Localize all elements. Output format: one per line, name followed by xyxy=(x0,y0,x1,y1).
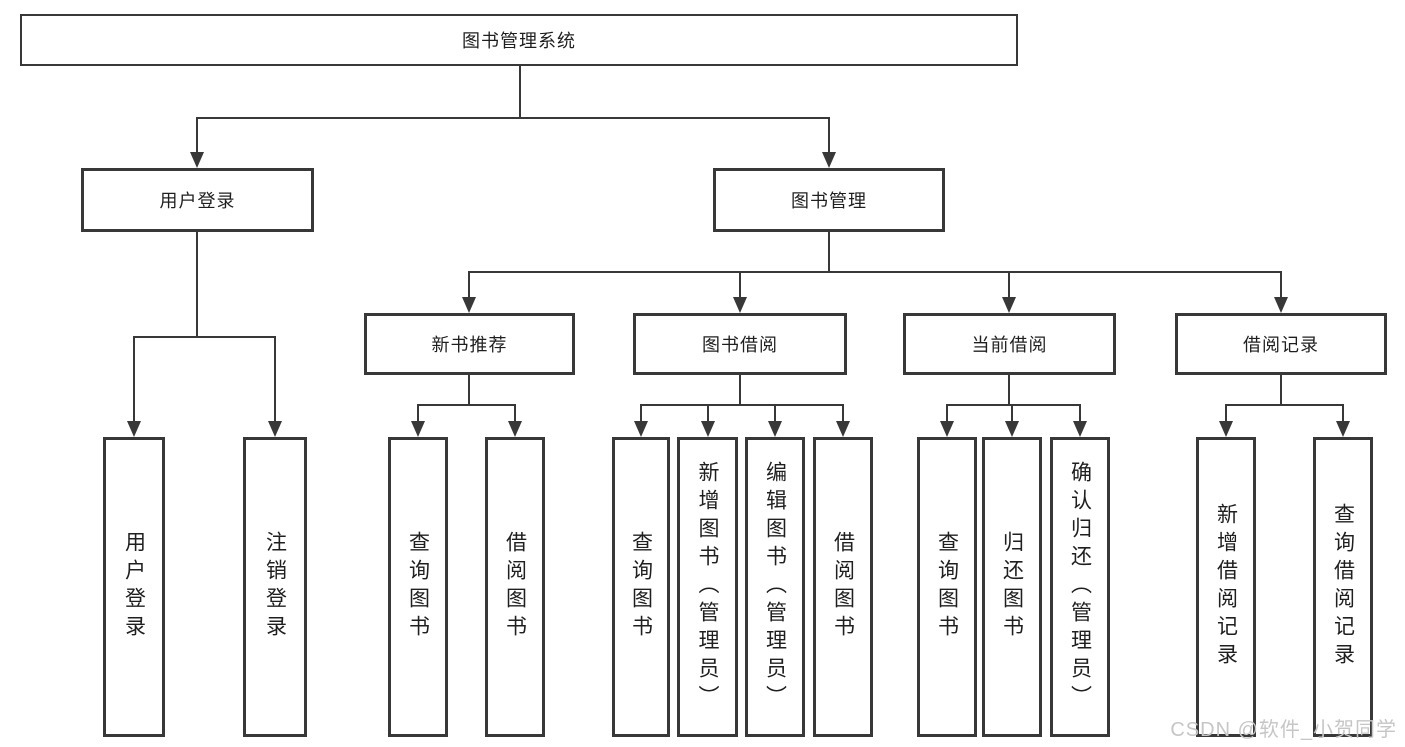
connector-arrowhead-icon xyxy=(411,421,425,437)
connector-line xyxy=(1342,404,1344,421)
node-book-borrow: 图书借阅 xyxy=(633,313,847,375)
node-user-login: 用户登录 xyxy=(81,168,314,232)
connector-line xyxy=(197,117,830,119)
connector-arrowhead-icon xyxy=(1005,421,1019,437)
node-root-system: 图书管理系统 xyxy=(20,14,1018,66)
connector-line xyxy=(828,117,830,153)
leaf-query-books-recommend: 查询图书 xyxy=(388,437,448,737)
connector-line xyxy=(417,404,419,421)
connector-line xyxy=(842,404,844,421)
connector-line xyxy=(514,404,516,421)
leaf-edit-books-admin: 编辑图书（管理员） xyxy=(745,437,805,737)
leaf-return-books: 归还图书 xyxy=(982,437,1042,737)
connector-line xyxy=(519,66,521,118)
node-current-borrow: 当前借阅 xyxy=(903,313,1116,375)
connector-line xyxy=(739,375,741,405)
connector-line xyxy=(196,232,198,337)
node-book-management: 图书管理 xyxy=(713,168,945,232)
connector-arrowhead-icon xyxy=(1073,421,1087,437)
connector-line xyxy=(1280,271,1282,298)
connector-arrowhead-icon xyxy=(268,421,282,437)
connector-line xyxy=(774,404,776,421)
leaf-logout: 注销登录 xyxy=(243,437,307,737)
connector-arrowhead-icon xyxy=(127,421,141,437)
leaf-query-borrow-record: 查询借阅记录 xyxy=(1313,437,1373,737)
leaf-query-books-borrow: 查询图书 xyxy=(612,437,670,737)
node-borrow-records: 借阅记录 xyxy=(1175,313,1387,375)
connector-arrowhead-icon xyxy=(1002,297,1016,313)
connector-line xyxy=(1280,375,1282,405)
connector-line xyxy=(133,336,276,338)
connector-arrowhead-icon xyxy=(462,297,476,313)
connector-line xyxy=(640,404,642,421)
leaf-borrow-books-recommend: 借阅图书 xyxy=(485,437,545,737)
leaf-borrow-books: 借阅图书 xyxy=(813,437,873,737)
connector-line xyxy=(828,232,830,272)
leaf-query-books-current: 查询图书 xyxy=(917,437,977,737)
connector-line xyxy=(739,271,741,298)
connector-arrowhead-icon xyxy=(940,421,954,437)
connector-line xyxy=(707,404,709,421)
connector-line xyxy=(946,404,948,421)
connector-line xyxy=(946,404,1080,406)
connector-line xyxy=(468,375,470,405)
connector-line xyxy=(274,336,276,421)
connector-arrowhead-icon xyxy=(836,421,850,437)
connector-arrowhead-icon xyxy=(768,421,782,437)
csdn-watermark: CSDN @软件_小贺同学 xyxy=(1170,719,1397,741)
connector-line xyxy=(1225,404,1227,421)
leaf-add-books-admin: 新增图书（管理员） xyxy=(677,437,738,737)
connector-line xyxy=(1225,404,1343,406)
connector-arrowhead-icon xyxy=(701,421,715,437)
connector-line xyxy=(1008,375,1010,405)
leaf-user-login: 用户登录 xyxy=(103,437,165,737)
node-new-book-recommend: 新书推荐 xyxy=(364,313,575,375)
connector-arrowhead-icon xyxy=(190,152,204,168)
leaf-add-borrow-record: 新增借阅记录 xyxy=(1196,437,1256,737)
connector-line xyxy=(196,117,198,153)
connector-arrowhead-icon xyxy=(508,421,522,437)
connector-arrowhead-icon xyxy=(1274,297,1288,313)
connector-arrowhead-icon xyxy=(822,152,836,168)
connector-line xyxy=(640,404,843,406)
connector-line xyxy=(468,271,1281,273)
connector-line xyxy=(468,271,470,298)
connector-line xyxy=(133,336,135,421)
connector-arrowhead-icon xyxy=(1219,421,1233,437)
leaf-confirm-return-admin: 确认归还（管理员） xyxy=(1050,437,1110,737)
connector-line xyxy=(1079,404,1081,421)
connector-arrowhead-icon xyxy=(733,297,747,313)
connector-line xyxy=(417,404,515,406)
connector-line xyxy=(1011,404,1013,421)
connector-line xyxy=(1008,271,1010,298)
connector-arrowhead-icon xyxy=(1336,421,1350,437)
connector-arrowhead-icon xyxy=(634,421,648,437)
